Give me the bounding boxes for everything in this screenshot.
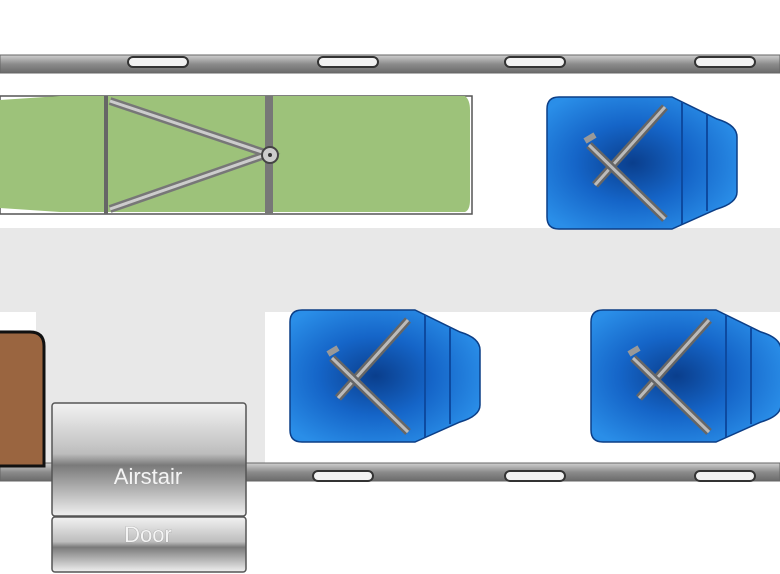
passenger-seat[interactable]: [591, 310, 780, 442]
window-icon: [504, 56, 566, 68]
window-icon: [312, 470, 374, 482]
passenger-seat[interactable]: [547, 97, 737, 229]
door-label-line1: Airstair: [114, 464, 182, 489]
window-icon: [694, 470, 756, 482]
upper-fuselage-wall: [0, 54, 780, 74]
aisle: [0, 228, 780, 312]
passenger-seat[interactable]: [290, 310, 480, 442]
window-icon: [317, 56, 379, 68]
window-icon: [694, 56, 756, 68]
door-label-line2: Door: [124, 522, 172, 547]
window-icon: [127, 56, 189, 68]
cabinet: [0, 330, 46, 468]
stretcher[interactable]: [0, 95, 473, 215]
airstair-door[interactable]: Airstair Door: [51, 402, 247, 573]
window-icon: [504, 470, 566, 482]
